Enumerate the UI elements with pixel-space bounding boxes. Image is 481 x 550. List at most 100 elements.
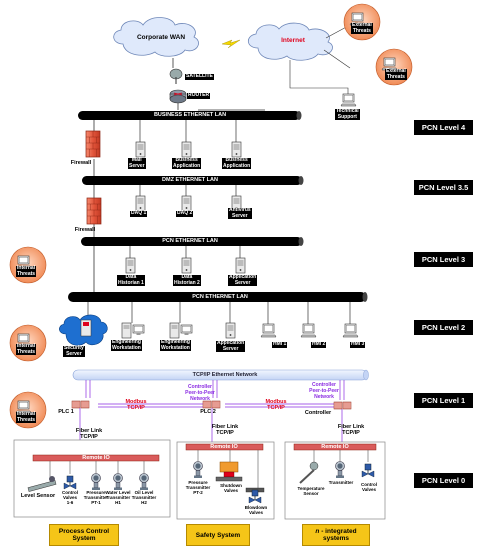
control-valves-label: Control Valves 1-6 xyxy=(62,490,78,505)
peer-links xyxy=(98,403,334,408)
plc-icon xyxy=(211,400,221,409)
pressure-transmitter-label: Pressure Transmitter PT-1 xyxy=(83,490,109,505)
level-tag: PCN Level 2 xyxy=(414,320,473,335)
blowdown-valve-icon xyxy=(245,487,265,504)
level-tag: PCN Level 4 xyxy=(414,120,473,135)
oil-level-transmitter-label: Oil Level Transmitter H2 xyxy=(131,490,157,505)
historian-server-icon xyxy=(181,257,192,274)
daq-server-icon xyxy=(135,195,146,212)
modbus-label: Modbus TCP/IP xyxy=(265,399,287,411)
level-tag: PCN Level 3.5 xyxy=(414,180,473,195)
controller-icon xyxy=(342,401,352,410)
peer-network-label: Controller Peer-to-Peer Network xyxy=(309,382,339,400)
internet-cloud xyxy=(247,22,333,61)
process-control-system-box: Process Control System xyxy=(49,524,119,546)
level-tag: PCN Level 3 xyxy=(414,252,473,267)
security-server-label: Security Server xyxy=(63,345,85,357)
tcpip-network-label: TCP/IP Ethernet Network xyxy=(192,372,258,378)
hmi-label: HMI 2 xyxy=(311,341,327,348)
transmitter-label: Transmitter xyxy=(328,480,354,485)
security-server-icon xyxy=(59,314,108,346)
server-label: Business Application xyxy=(222,157,252,169)
server-icon xyxy=(135,141,146,158)
engineering-workstation-icon xyxy=(121,322,145,339)
application-server-label: Application Server xyxy=(216,340,246,352)
pcn2-lan-bus xyxy=(68,292,368,302)
shutdown-valves-label: Shutdown Valves xyxy=(220,483,242,493)
application-server-label: Application Server xyxy=(228,274,258,286)
lightning-icon xyxy=(221,39,241,49)
temperature-sensor-icon xyxy=(299,461,319,484)
hmi-terminal-icon xyxy=(300,323,317,338)
server-label: Business Application xyxy=(172,157,202,169)
internal-threats-label: Internal Threats xyxy=(16,411,37,423)
tcpip-ethernet-bus xyxy=(72,369,369,381)
business-lan-bus xyxy=(78,111,302,120)
firewall-icon xyxy=(86,197,102,225)
fiber-link-label: Fiber Link TCP/IP xyxy=(337,424,365,436)
blowdown-valves-label: Blowdown Valves xyxy=(244,505,268,515)
n-prefix: n xyxy=(315,528,320,535)
hmi-label: HMI 1 xyxy=(272,341,288,348)
safety-system-box: Safety System xyxy=(186,524,250,546)
internal-threats-label: Internal Threats xyxy=(16,343,37,355)
engineering-workstation-label: Engineering Workstation xyxy=(111,339,142,351)
external-threats-label: External Threats xyxy=(351,22,373,34)
hmi-label: HMI 3 xyxy=(350,341,366,348)
fiber-link-label: Fiber Link TCP/IP xyxy=(75,428,103,440)
internet-label: Internet xyxy=(281,37,305,44)
fiber-link-label: Fiber Link TCP/IP xyxy=(211,424,239,436)
internal-threats-label: Internal Threats xyxy=(16,265,37,277)
antivirus-label: Antivirus Server xyxy=(228,207,252,219)
controller-label: Controller xyxy=(304,410,332,416)
controller-icon xyxy=(333,401,343,410)
temperature-sensor-label: Temperature Sensor xyxy=(297,486,325,496)
engineering-workstation-label: Engineering Workstation xyxy=(160,339,191,351)
server-icon xyxy=(181,141,192,158)
pcn3-lan-label: PCN ETHERNET LAN xyxy=(162,238,218,244)
pcn2-lan-label: PCN ETHERNET LAN xyxy=(192,294,248,300)
level-tag: PCN Level 0 xyxy=(414,473,473,488)
modbus-label: Modbus TCP/IP xyxy=(125,399,147,411)
router-icon xyxy=(169,89,187,104)
daq-label: DAQ 2 xyxy=(176,210,194,217)
engineering-workstation-icon xyxy=(169,322,193,339)
pressure-transmitter-label: Pressure Transmitter PT-2 xyxy=(185,480,211,495)
firewall-label: Firewall xyxy=(74,227,96,233)
level-tag: PCN Level 1 xyxy=(414,393,473,408)
pcn3-lan-bus xyxy=(81,237,304,246)
historian-label: Data Historian 1 xyxy=(117,274,145,286)
hmi-terminal-icon xyxy=(260,323,277,338)
historian-label: Data Historian 2 xyxy=(173,274,201,286)
application-server-icon xyxy=(235,257,246,274)
satellite-dish-icon xyxy=(169,68,183,84)
plc-icon xyxy=(71,400,81,409)
controller-links xyxy=(85,380,345,400)
water-level-transmitter-label: Water Level Transmitter H1 xyxy=(105,490,131,505)
remote-io-label: Remote IO xyxy=(210,444,238,450)
tech-support-icon xyxy=(340,93,357,107)
daq-server-icon xyxy=(181,195,192,212)
n-suffix: - integrated systems xyxy=(321,528,357,542)
shutdown-valve-icon xyxy=(215,461,243,482)
firewall-icon xyxy=(85,130,101,158)
server-label: Mail Server xyxy=(128,157,146,169)
dmz-lan-label: DMZ ETHERNET LAN xyxy=(162,177,218,183)
n-integrated-systems-box: n - integrated systems xyxy=(302,524,370,546)
level-sensor-icon xyxy=(27,476,57,492)
business-lan-label: BUSINESS ETHERNET LAN xyxy=(153,112,227,118)
external-threats-label: External Threats xyxy=(385,68,407,80)
corporate-wan-label: Corporate WAN xyxy=(136,34,186,41)
technical-support-label: Technical Support xyxy=(335,108,360,120)
peer-network-label: Controller Peer-to-Peer Network xyxy=(185,384,215,402)
remote-io-label: Remote IO xyxy=(321,444,349,450)
corporate-wan-cloud xyxy=(113,17,199,57)
application-server-icon xyxy=(225,322,236,339)
router-label: ROUTER xyxy=(187,92,211,99)
firewall-label: Firewall xyxy=(70,160,92,166)
hmi-terminal-icon xyxy=(342,323,359,338)
historian-server-icon xyxy=(125,257,136,274)
level-sensor-label: Level Sensor xyxy=(20,493,56,499)
plc-icon xyxy=(202,400,212,409)
